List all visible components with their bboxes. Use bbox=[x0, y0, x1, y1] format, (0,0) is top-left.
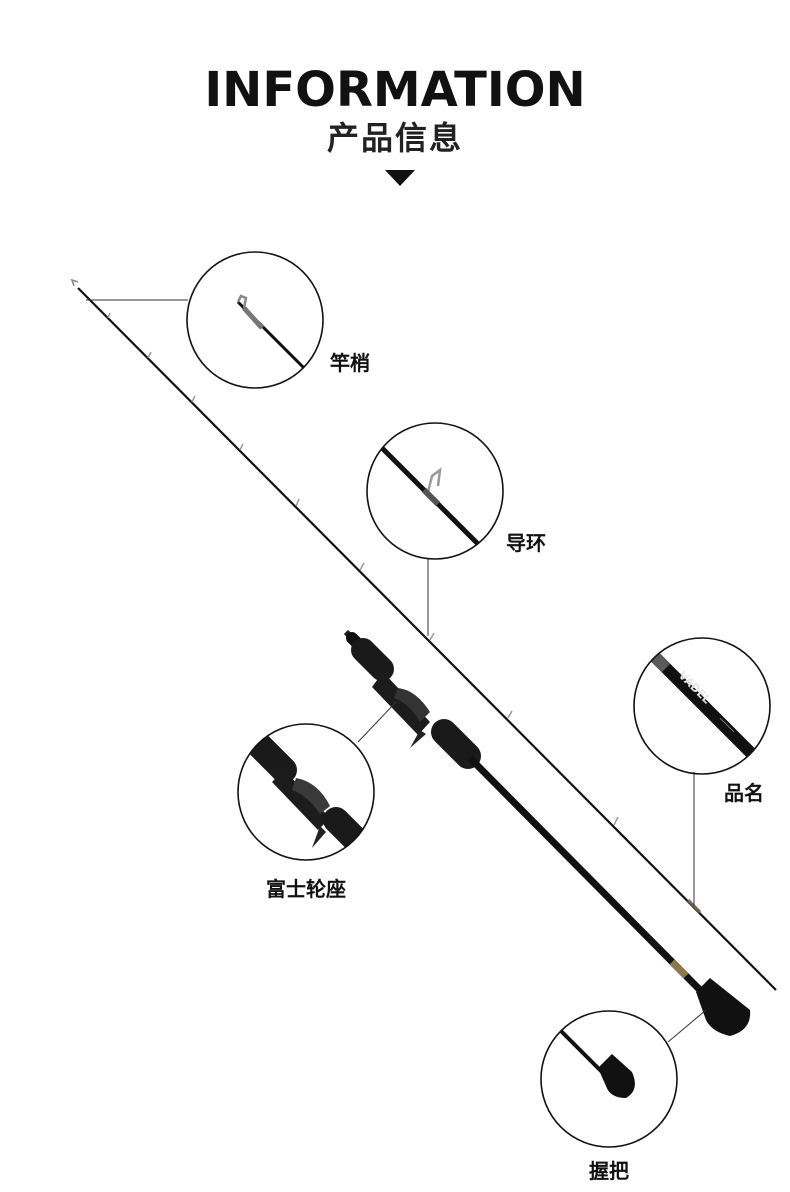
rod-name-closeup-icon: VADEL bbox=[633, 637, 771, 775]
down-triangle-icon bbox=[385, 170, 415, 186]
page-title-en: INFORMATION bbox=[204, 62, 586, 118]
rod-tip-closeup-icon bbox=[186, 251, 324, 389]
reel-seat-label: 富士轮座 bbox=[266, 877, 346, 901]
rod-blank bbox=[70, 278, 777, 991]
name-label: 品名 bbox=[724, 781, 764, 805]
reel-seat-closeup-icon bbox=[237, 723, 375, 861]
grip-label: 握把 bbox=[589, 1159, 629, 1183]
guide-label: 导环 bbox=[506, 531, 546, 555]
page-title-cn: 产品信息 bbox=[326, 119, 463, 157]
rod-guides bbox=[107, 312, 619, 826]
guide-ring-closeup-icon bbox=[366, 422, 504, 560]
rod-butt-section bbox=[343, 629, 751, 1036]
tip-label: 竿梢 bbox=[330, 351, 370, 375]
callout-leader-lines bbox=[86, 299, 707, 1043]
grip-closeup-icon bbox=[540, 1010, 678, 1148]
